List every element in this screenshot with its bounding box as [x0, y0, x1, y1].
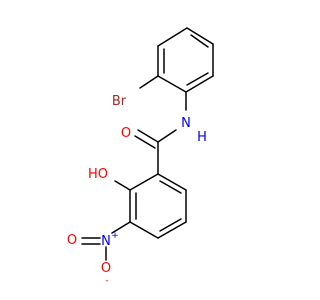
atom-labels: Br N H O HO N + O O -: [67, 94, 207, 286]
nitro-oxygen-charge: -: [105, 276, 108, 286]
hydroxyl-label: HO: [88, 167, 108, 182]
bromine-label: Br: [112, 94, 127, 109]
nitro-single-oxygen-label: O: [101, 261, 111, 276]
amide-hydrogen-label: H: [197, 130, 207, 145]
nitro-double-oxygen-label: O: [67, 233, 77, 248]
amide-nitrogen-label: N: [181, 116, 191, 131]
nitro-nitrogen-label: N: [101, 234, 111, 249]
structure-canvas: Br N H O HO N + O O -: [67, 27, 214, 286]
molecule-drawing: Br N H O HO N + O O -: [67, 27, 214, 286]
nitro-nitrogen-charge: +: [111, 231, 119, 241]
carbonyl-oxygen-label: O: [121, 126, 131, 141]
bond-lines: [81, 27, 214, 261]
